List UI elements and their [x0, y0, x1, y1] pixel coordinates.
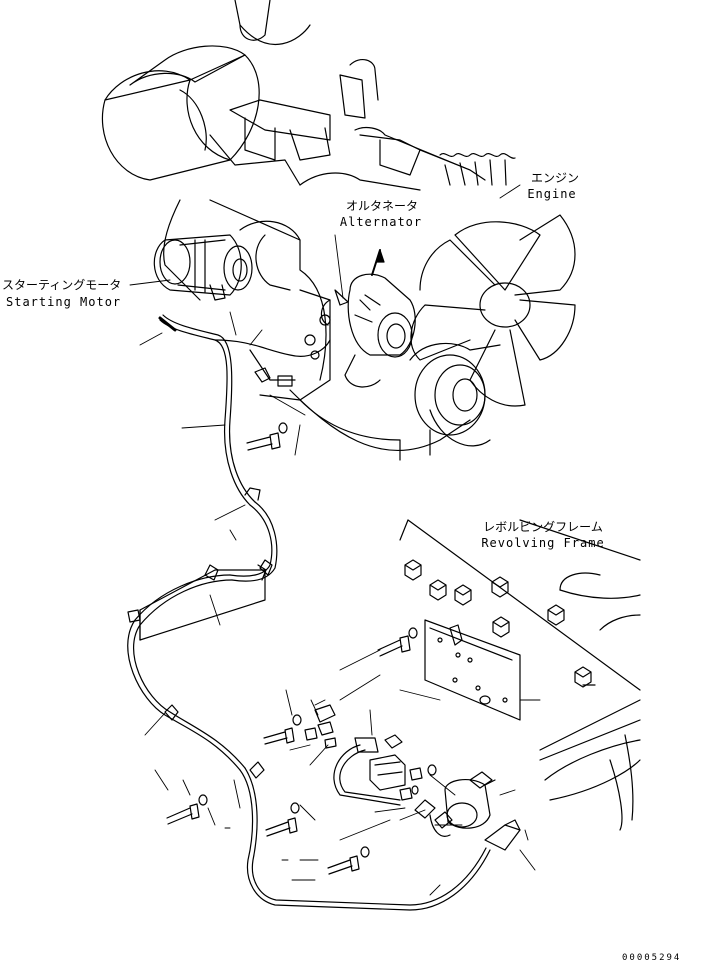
- revolving-frame-label-jp: レボルビングフレーム: [483, 520, 603, 534]
- alternator-label-en: Alternator: [339, 215, 423, 229]
- starting-motor-label-en: Starting Motor: [6, 295, 122, 309]
- wiring-harness: [127, 314, 521, 911]
- engine-label-en: Engine: [527, 187, 577, 201]
- fasteners: [166, 422, 437, 875]
- engine-assembly: [101, 0, 576, 461]
- revolving-frame: [399, 519, 641, 831]
- relay-components: [304, 704, 496, 829]
- engine-label-jp: エンジン: [531, 171, 580, 185]
- starting-motor-label-jp: スターティングモータ: [2, 278, 122, 292]
- mounting-plate: [424, 619, 521, 721]
- alternator-label-jp: オルタネータ: [345, 199, 418, 213]
- clamp-brackets: [139, 559, 273, 641]
- document-number: 00005294: [622, 953, 682, 963]
- leader-lines: [129, 184, 541, 896]
- revolving-frame-label-en: Revolving Frame: [481, 536, 605, 550]
